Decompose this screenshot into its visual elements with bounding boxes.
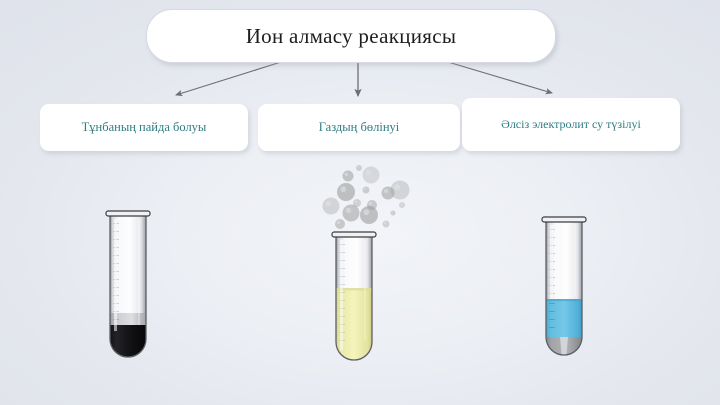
category-box-water[interactable]: Әлсіз электролит су түзілуі: [462, 98, 680, 151]
test-tube-precipitate: [100, 205, 172, 375]
gas-bubble: [367, 200, 377, 210]
gas-bubble-highlight: [383, 221, 387, 225]
category-box-gas[interactable]: Газдың бөлінуі: [258, 104, 460, 151]
category-label-gas: Газдың бөлінуі: [318, 120, 400, 135]
gas-bubble: [362, 166, 380, 184]
gas-bubble: [353, 199, 361, 207]
category-label-precipitate: Тұнбаның пайда болуы: [81, 120, 207, 135]
gas-bubble-highlight: [394, 184, 401, 191]
gas-bubble: [342, 170, 354, 182]
gas-bubble-highlight: [365, 169, 372, 176]
gas-bubble-highlight: [340, 186, 347, 193]
gas-bubble: [360, 206, 378, 224]
gas-bubble-highlight: [325, 200, 332, 207]
diagram-title-box: Ион алмасу реакциясы: [146, 9, 556, 63]
gas-bubble-highlight: [354, 200, 358, 204]
gas-bubble-highlight: [336, 220, 341, 225]
arrow-to-water: [447, 61, 553, 95]
gas-bubble-highlight: [345, 207, 352, 214]
arrow-to-precipitate: [175, 61, 282, 97]
gas-bubble-highlight: [400, 203, 403, 206]
gas-bubble: [356, 165, 362, 171]
test-tube-water: [536, 211, 608, 373]
gas-bubble-highlight: [344, 172, 349, 177]
gas-bubble: [337, 183, 355, 201]
gas-bubble: [399, 202, 405, 208]
gas-bubble-highlight: [363, 187, 367, 191]
category-label-water: Әлсіз электролит су түзілуі: [501, 117, 641, 132]
test-tube-gas: [326, 226, 398, 376]
gas-bubble: [322, 197, 340, 215]
category-box-precipitate[interactable]: Тұнбаның пайда болуы: [40, 104, 248, 151]
gas-bubble: [381, 186, 395, 200]
gas-bubble-highlight: [383, 188, 389, 194]
gas-bubble: [342, 204, 360, 222]
gas-bubble-highlight: [391, 211, 394, 214]
gas-bubble: [390, 210, 396, 216]
page-title: Ион алмасу реакциясы: [245, 23, 457, 48]
gas-bubble: [390, 180, 410, 200]
gas-bubble-highlight: [368, 201, 373, 206]
gas-bubble: [362, 186, 370, 194]
gas-bubble-highlight: [363, 209, 370, 216]
gas-bubble-highlight: [357, 166, 360, 169]
